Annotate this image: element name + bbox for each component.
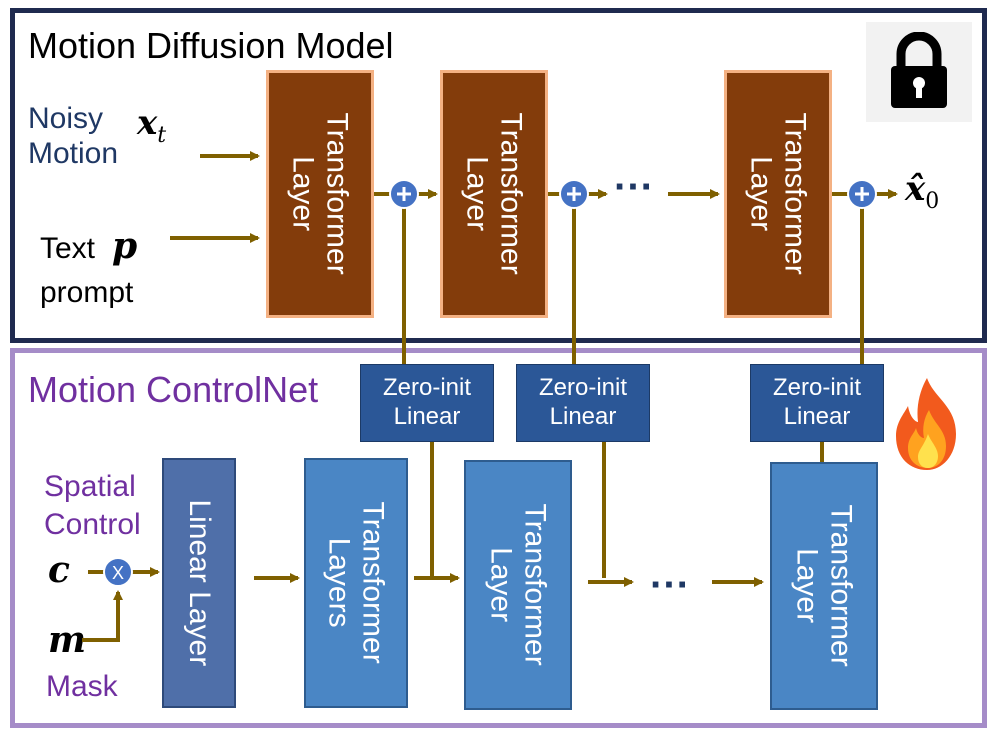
output-x0-text: 𝒙̂: [905, 169, 926, 209]
trainable-transformer-layers-block: Transformer Layers: [304, 458, 408, 708]
fire-icon: [886, 376, 968, 472]
multiply-node: X: [103, 557, 133, 587]
output-x0-symbol: 𝒙̂0: [905, 169, 940, 214]
frozen-transformer-layer-2: Transformer Layer: [440, 70, 548, 318]
trainable-transformer-layer-n: Transformer Layer: [770, 462, 878, 710]
bottom-ellipsis: ···: [650, 563, 690, 607]
frozen-transformer-layer-1: Transformer Layer: [266, 70, 374, 318]
zero-init-linear-2-label: Zero-init Linear: [538, 374, 628, 430]
m-symbol: m: [48, 619, 87, 661]
motion-controlnet-panel: [10, 348, 987, 728]
xt-symbol-text: 𝒙: [137, 103, 158, 143]
multiply-node-label: X: [112, 563, 124, 583]
zero-init-linear-n: Zero-init Linear: [750, 364, 884, 442]
linear-layer-block: Linear Layer: [162, 458, 236, 708]
fire-icon-svg: [896, 378, 956, 470]
mask-to-multiply-arrow: [82, 590, 123, 642]
motion-diffusion-model-panel: [10, 8, 987, 343]
zero-init-linear-1: Zero-init Linear: [360, 364, 494, 442]
prompt-label: prompt: [40, 276, 134, 309]
plus-node-2: [559, 179, 589, 209]
trainable-transformer-layer-1: Transformer Layer: [464, 460, 572, 710]
top-ellipsis: ···: [614, 165, 654, 209]
zero-init-linear-n-label: Zero-init Linear: [772, 374, 862, 430]
noisy-motion-label: Noisy Motion: [28, 102, 119, 170]
frozen-transformer-layer-n: Transformer Layer: [724, 70, 832, 318]
plus-node-1: [389, 179, 419, 209]
c-symbol: c: [48, 549, 70, 591]
p-symbol: p: [112, 225, 138, 267]
text-label: Text: [40, 232, 96, 265]
motion-controlnet-title: Motion ControlNet: [28, 369, 319, 410]
spatial-control-label: Spatial Control: [44, 470, 141, 541]
zero-init-linear-2: Zero-init Linear: [516, 364, 650, 442]
motion-diffusion-model-title: Motion Diffusion Model: [28, 25, 394, 66]
zero-init-linear-1-label: Zero-init Linear: [382, 374, 472, 430]
xt-symbol: 𝒙t: [137, 103, 167, 148]
mask-label: Mask: [46, 670, 118, 703]
plus-node-n: [847, 179, 877, 209]
lock-icon-svg: [891, 32, 947, 108]
lock-icon: [866, 22, 972, 122]
